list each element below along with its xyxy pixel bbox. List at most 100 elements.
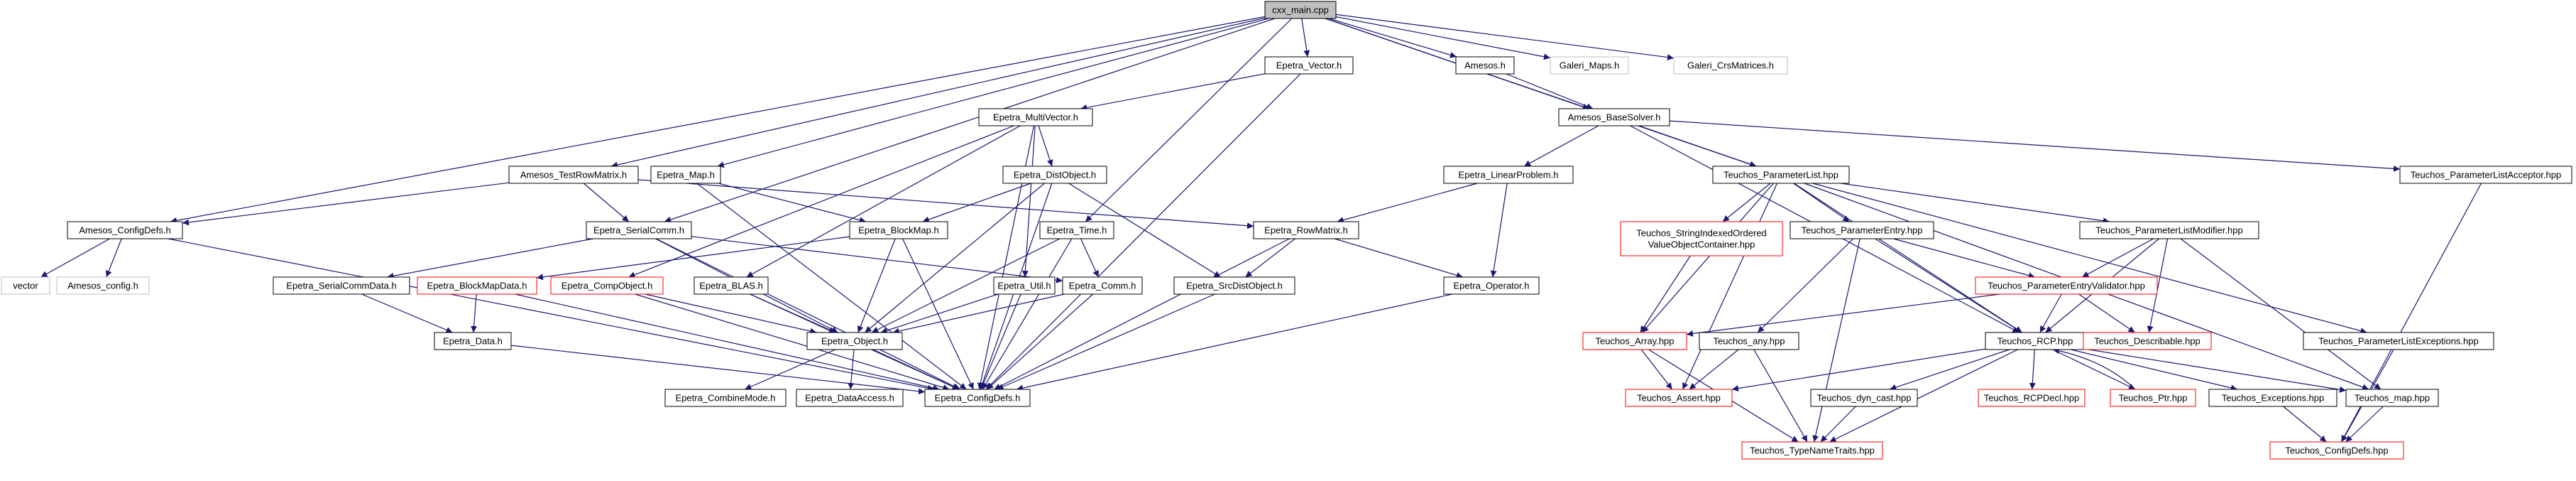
edge-cxx_main-to-amesos_h [1328,18,1457,58]
node-label: Epetra_Operator.h [1454,281,1530,291]
edge-epetra_multivector-to-epetra_blas [746,125,1021,278]
edge-epetra_multivector-to-epetra_configdefs [977,125,1035,390]
edge-epetra_distobject-to-epetra_blockmap [922,183,1031,223]
edge-teuchos_plmodifier-to-teuchos_map [2180,238,2382,390]
node-epetra-serialcomm[interactable]: Epetra_SerialComm.h [586,221,692,239]
node-teuchos-dyncast[interactable]: Teuchos_dyn_cast.hpp [1810,389,1918,407]
edge-epetra_serialcomm-to-epetra_configdefs [656,238,960,390]
edge-epetra_comm-to-epetra_object [892,293,1065,335]
node-amesos-config[interactable]: Amesos_config.h [56,276,150,295]
node-label: Epetra_Map.h [657,170,715,180]
node-epetra-blas[interactable]: Epetra_BLAS.h [694,276,769,295]
node-label: Epetra_ConfigDefs.h [935,393,1021,404]
node-box [1550,56,1629,75]
node-epetra-compobject[interactable]: Epetra_CompObject.h [550,276,664,295]
node-box [1673,56,1788,75]
node-box [1002,166,1107,184]
node-teuchos-assert[interactable]: Teuchos_Assert.hpp [1625,389,1733,407]
node-label: Epetra_SerialCommData.h [286,281,396,291]
node-teuchos-configdefs[interactable]: Teuchos_ConfigDefs.hpp [2269,441,2404,460]
node-epetra-blockmap[interactable]: Epetra_BlockMap.h [849,221,948,239]
node-label: Epetra_BLAS.h [699,281,763,291]
edge-epetra_map-to-epetra_blockmap [718,183,866,224]
edge-amesos_configdefs-to-vector [40,238,110,278]
node-box [2399,166,2572,184]
edge-epetra_serialcomm-to-epetra_comm [691,236,1063,283]
node-teuchos-parameterlist[interactable]: Teuchos_ParameterList.hpp [1712,166,1850,184]
edge-epetra_distobject-to-epetra_srcdistobject [1068,183,1221,278]
node-epetra-map[interactable]: Epetra_Map.h [650,166,721,184]
node-label: Teuchos_ParameterList.hpp [1723,170,1838,180]
node-amesos-basesolver[interactable]: Amesos_BaseSolver.h [1558,108,1670,126]
edge-amesos_testrowmatrix-to-epetra_serialcomm [583,183,630,222]
node-epetra-rowmatrix[interactable]: Epetra_RowMatrix.h [1253,221,1359,239]
node-teuchos-typenametraits[interactable]: Teuchos_TypeNameTraits.hpp [1741,441,1883,460]
node-box [1455,56,1515,75]
edge-epetra_compobject-to-epetra_object [645,293,817,335]
node-epetra-configdefs[interactable]: Epetra_ConfigDefs.h [924,389,1031,407]
edge-cxx_main-to-epetra_vector [1301,18,1310,58]
node-label: Teuchos_map.hpp [2355,393,2430,404]
edge-epetra_multivector-to-epetra_util [1021,125,1036,278]
node-teuchos-array[interactable]: Teuchos_Array.hpp [1582,332,1687,350]
node-label: Epetra_LinearProblem.h [1459,170,1559,180]
edge-teuchos_rcp-to-teuchos_dyncast [1890,349,2010,391]
node-box [56,276,150,295]
node-box [849,221,948,239]
node-epetra-linearproblem[interactable]: Epetra_LinearProblem.h [1443,166,1574,184]
node-teuchos-ptr[interactable]: Teuchos_Ptr.hpp [2110,389,2196,407]
node-teuchos-rcp[interactable]: Teuchos_RCP.hpp [1985,332,2086,350]
node-epetra-vector[interactable]: Epetra_Vector.h [1264,56,1354,75]
edge-teuchos_rcp-to-teuchos_map [2084,348,2347,393]
node-teuchos-rcpdecl[interactable]: Teuchos_RCPDecl.hpp [1978,389,2086,407]
node-epetra-operator[interactable]: Epetra_Operator.h [1443,276,1540,295]
edge-epetra_serialcomm-to-epetra_serialcommdata [387,238,593,279]
node-galeri-crs[interactable]: Galeri_CrsMatrices.h [1673,56,1788,75]
edge-cxx_main-to-galeri_maps [1335,16,1551,60]
node-label: Teuchos_Describable.hpp [2094,336,2200,347]
node-label: Teuchos_ParameterListModifier.hpp [2095,225,2242,236]
edge-teuchos_sivoc-to-teuchos_array [1640,255,1691,333]
node-epetra-combinemode[interactable]: Epetra_CombineMode.h [664,389,786,407]
node-galeri-maps[interactable]: Galeri_Maps.h [1550,56,1629,75]
node-label: Teuchos_dyn_cast.hpp [1817,393,1912,404]
node-label: cxx_main.cpp [1272,5,1328,16]
node-label: Teuchos_TypeNameTraits.hpp [1750,445,1875,456]
node-epetra-srcdistobject[interactable]: Epetra_SrcDistObject.h [1173,276,1295,295]
node-teuchos-sivoc[interactable]: Teuchos_StringIndexedOrderedValueObjectC… [1620,221,1783,256]
node-epetra-data[interactable]: Epetra_Data.h [434,332,512,350]
node-teuchos-any[interactable]: Teuchos_any.hpp [1699,332,1799,350]
node-vector[interactable]: vector [1,276,50,295]
node-label: Teuchos_ConfigDefs.hpp [2285,445,2388,456]
node-teuchos-map[interactable]: Teuchos_map.hpp [2345,389,2439,407]
node-cxx-main[interactable]: cxx_main.cpp [1264,1,1337,19]
node-amesos-testrowmatrix[interactable]: Amesos_TestRowMatrix.h [508,166,639,184]
node-box [1712,166,1850,184]
node-teuchos-pev[interactable]: Teuchos_ParameterEntryValidator.hpp [1975,276,2158,295]
node-label: Epetra_BlockMapData.h [427,281,527,291]
node-epetra-multivector[interactable]: Epetra_MultiVector.h [978,108,1093,126]
node-epetra-blockmapdata[interactable]: Epetra_BlockMapData.h [417,276,537,295]
node-teuchos-exceptions[interactable]: Teuchos_Exceptions.hpp [2208,389,2337,407]
node-amesos-h[interactable]: Amesos.h [1455,56,1515,75]
node-teuchos-plexceptions[interactable]: Teuchos_ParameterListExceptions.hpp [2303,332,2494,350]
node-epetra-distobject[interactable]: Epetra_DistObject.h [1002,166,1107,184]
node-teuchos-placceptor[interactable]: Teuchos_ParameterListAcceptor.hpp [2399,166,2572,184]
node-epetra-time[interactable]: Epetra_Time.h [1039,221,1114,239]
edge-teuchos_rcp-to-teuchos_exceptions [2071,349,2237,391]
node-epetra-dataaccess[interactable]: Epetra_DataAccess.h [796,389,904,407]
node-box [1443,166,1574,184]
edge-epetra_blockmap-to-epetra_object [857,238,896,333]
node-epetra-comm[interactable]: Epetra_Comm.h [1062,276,1143,295]
node-teuchos-parameterentry[interactable]: Teuchos_ParameterEntry.hpp [1790,221,1934,239]
node-epetra-util[interactable]: Epetra_Util.h [993,276,1056,295]
edge-epetra_vector-to-epetra_configdefs [985,73,1301,390]
node-box [1039,221,1114,239]
node-teuchos-plmodifier[interactable]: Teuchos_ParameterListModifier.hpp [2079,221,2259,239]
node-teuchos-describable[interactable]: Teuchos_Describable.hpp [2083,332,2212,350]
node-epetra-object[interactable]: Epetra_Object.h [806,332,903,350]
node-amesos-configdefs[interactable]: Amesos_ConfigDefs.h [67,221,183,239]
node-epetra-serialcommdata[interactable]: Epetra_SerialCommData.h [273,276,410,295]
edge-epetra_util-to-epetra_object [880,293,999,334]
